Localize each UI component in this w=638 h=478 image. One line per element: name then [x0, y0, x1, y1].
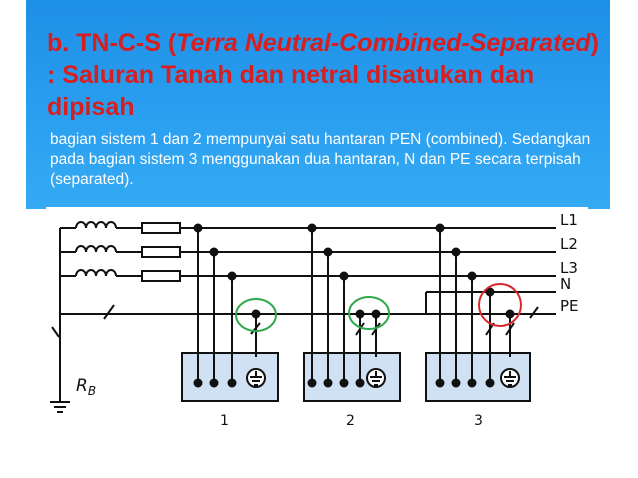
title-banner: [26, 0, 610, 209]
label-l2: L2: [560, 235, 578, 253]
title-part-2: ) : Saluran Tanah dan netral disatukan d…: [47, 29, 599, 121]
pe-earth-switch: [529, 306, 539, 319]
system-1-wiring: [193, 223, 261, 388]
earth-terminal-icons: [246, 368, 520, 388]
earth-terminal-icon: [366, 368, 386, 388]
label-l3: L3: [560, 259, 578, 277]
system-label-1: 1: [220, 413, 229, 429]
source-earth-switch: [51, 326, 60, 338]
transformer-coils: [60, 221, 142, 277]
earth-terminal-icon: [500, 368, 520, 388]
earth-symbol: [50, 401, 70, 413]
system-label-3: 3: [474, 413, 483, 429]
tn-c-s-circuit-diagram: RB L1 L2: [46, 207, 588, 435]
fuses: [141, 222, 181, 282]
resistance-label-rb: RB: [76, 376, 96, 398]
system-label-2: 2: [346, 413, 355, 429]
earth-terminal-icon: [246, 368, 266, 388]
equipment-switches: [250, 322, 515, 336]
title-part-1: b. TN-C-S (: [47, 29, 177, 57]
label-l1: L1: [560, 211, 578, 229]
label-pe: PE: [560, 297, 579, 315]
system-labels: 1 2 3: [220, 413, 483, 429]
line-labels: L1 L2 L3 N PE: [560, 211, 579, 315]
pen-earth-switch: [103, 304, 115, 320]
title-italic-term: Terra Neutral-Combined-Separated: [176, 29, 591, 57]
label-n: N: [560, 275, 571, 293]
system-1-pen-highlight: [235, 298, 277, 332]
equipment-boxes: [181, 352, 531, 402]
system-3-separation-highlight: [478, 283, 522, 327]
system-2-wiring: [307, 223, 381, 388]
system-3-wiring: [435, 223, 515, 388]
slide-title: b. TN-C-S (Terra Neutral-Combined-Separa…: [47, 27, 607, 123]
slide-body-text: bagian sistem 1 dan 2 mempunyai satu han…: [50, 131, 591, 188]
system-2-pen-highlight: [348, 296, 390, 330]
